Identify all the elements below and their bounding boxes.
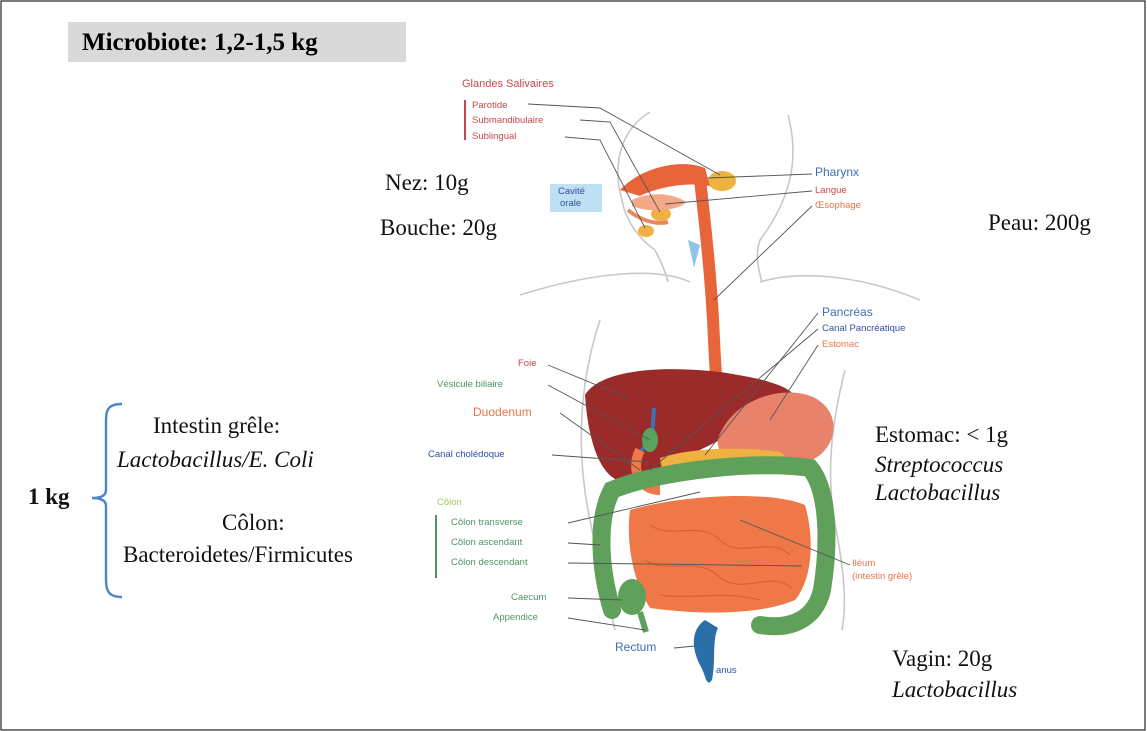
esophagus-label: Œsophage <box>815 200 861 211</box>
rectum-label: Rectum <box>615 640 656 654</box>
skin-label: Peau: 200g <box>988 210 1091 236</box>
nose-label: Nez: 10g <box>385 170 469 196</box>
gallbladder-label: Vésicule biliaire <box>437 379 503 390</box>
transverse-colon-label: Côlon transverse <box>451 517 523 528</box>
pancreas-label: Pancréas <box>822 305 873 319</box>
stomach-species-2: Lactobacillus <box>875 480 1000 506</box>
ileum-sub-label: (intestin grêle) <box>852 571 912 582</box>
small-intestine-species: Lactobacillus/E. Coli <box>117 447 314 473</box>
caecum-label: Caecum <box>511 592 546 603</box>
sublingual-gland <box>638 225 654 237</box>
ileum-label: Iléum <box>852 558 875 569</box>
anus-label: anus <box>716 665 737 676</box>
parotid-gland <box>708 171 736 191</box>
tongue-shape <box>632 194 686 210</box>
liver-label: Foie <box>518 358 536 369</box>
ascending-colon-label: Côlon ascendant <box>451 537 522 548</box>
rectum-shape <box>694 620 718 682</box>
salivary-glands-label: Glandes Salivaires <box>462 78 554 90</box>
oral-cavity-label-2: orale <box>560 198 581 209</box>
colon-label: Côlon: <box>222 510 285 536</box>
descending-colon-label: Côlon descendant <box>451 557 528 568</box>
parotid-label: Parotide <box>472 100 507 111</box>
page-title: Microbiote: 1,2-1,5 kg <box>82 29 318 57</box>
small-intestine-label: Intestin grêle: <box>153 413 280 439</box>
appendix-label: Appendice <box>493 612 538 623</box>
stomach-species-1: Streptococcus <box>875 452 1003 478</box>
pancreatic-duct-label: Canal Pancréatique <box>822 323 905 334</box>
stomach-label: Estomac: < 1g <box>875 422 1008 448</box>
stomach-anatomy-label: Estomac <box>822 339 859 350</box>
pharynx-label: Pharynx <box>815 165 859 179</box>
one-kg-brace <box>92 404 122 597</box>
sublingual-label: Sublingual <box>472 131 516 142</box>
vagina-species: Lactobacillus <box>892 677 1017 703</box>
mouth-label: Bouche: 20g <box>380 215 497 241</box>
colon-anatomy-label: Côlon <box>437 497 462 508</box>
caecum-shape <box>618 579 646 615</box>
vagina-label: Vagin: 20g <box>892 646 992 672</box>
chin-shading <box>688 240 700 268</box>
colon-species: Bacteroidetes/Firmicutes <box>123 542 353 568</box>
oral-cavity-label-1: Cavité <box>558 186 585 197</box>
one-kg-label: 1 kg <box>28 484 70 510</box>
submandibular-label: Submandibulaire <box>472 115 543 126</box>
duodenum-label: Duodenum <box>473 405 532 419</box>
bile-duct-label: Canal cholédoque <box>428 449 505 460</box>
tongue-label: Langue <box>815 185 847 196</box>
